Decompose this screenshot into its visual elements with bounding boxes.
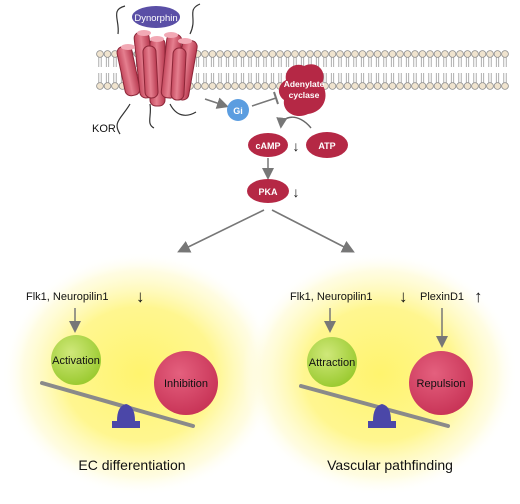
right-panel-glow bbox=[242, 252, 518, 496]
right-fulcrum bbox=[368, 404, 396, 428]
pka-to-left-arrow bbox=[177, 209, 265, 253]
atp-node: ATP bbox=[306, 132, 348, 158]
activation-ball bbox=[51, 335, 101, 385]
adenylate-label: Adenylate bbox=[284, 79, 325, 89]
repulsion-ball bbox=[409, 351, 473, 415]
camp-label: cAMP bbox=[255, 141, 280, 151]
atp-to-camp-arrow bbox=[276, 116, 312, 129]
right-regulator-down-arrow: ↓ bbox=[399, 287, 408, 306]
dynorphin-ligand: Dynorphin bbox=[132, 6, 180, 28]
gi-protein: Gi bbox=[227, 99, 249, 121]
right-outcome-label: Vascular pathfinding bbox=[327, 457, 453, 473]
attraction-ball bbox=[307, 337, 357, 387]
right-panel: Flk1, Neuropilin1 ↓ PlexinD1 ↑ Attractio… bbox=[290, 287, 483, 473]
atp-label: ATP bbox=[318, 141, 335, 151]
cyclase-label: cyclase bbox=[289, 90, 320, 100]
inhibition-ball bbox=[154, 351, 218, 415]
plexind1-up-arrow: ↑ bbox=[474, 287, 483, 306]
right-seesaw-beam bbox=[299, 384, 450, 428]
plexind1-label: PlexinD1 bbox=[420, 291, 464, 303]
camp-node: cAMP ↓ bbox=[248, 133, 300, 157]
gi-inhibits-ac bbox=[251, 91, 279, 107]
camp-down-arrow: ↓ bbox=[293, 138, 300, 154]
left-outcome-label: EC differentiation bbox=[78, 457, 185, 473]
right-regulator-label: Flk1, Neuropilin1 bbox=[290, 291, 373, 303]
inhibition-label: Inhibition bbox=[164, 378, 208, 390]
repulsion-label: Repulsion bbox=[417, 378, 466, 390]
activation-label: Activation bbox=[52, 355, 100, 367]
left-seesaw-beam bbox=[40, 381, 195, 428]
left-regulator-label: Flk1, Neuropilin1 bbox=[26, 291, 109, 303]
pka-label: PKA bbox=[258, 187, 278, 197]
left-fulcrum bbox=[112, 404, 140, 428]
left-regulator-down-arrow: ↓ bbox=[136, 287, 145, 306]
pka-to-right-arrow bbox=[271, 209, 355, 253]
left-panel: Flk1, Neuropilin1 ↓ Activation Inhibitio… bbox=[26, 287, 218, 473]
adenylate-cyclase: Adenylate cyclase bbox=[278, 64, 326, 117]
kor-receptor bbox=[116, 3, 201, 135]
kor-label: KOR bbox=[92, 123, 116, 135]
pka-down-arrow: ↓ bbox=[293, 184, 300, 200]
kor-to-gi-arrow bbox=[204, 97, 229, 109]
left-panel-glow bbox=[2, 252, 278, 496]
attraction-label: Attraction bbox=[309, 357, 355, 369]
dynorphin-label: Dynorphin bbox=[134, 13, 177, 24]
pka-node: PKA ↓ bbox=[247, 179, 300, 203]
gi-label: Gi bbox=[233, 106, 243, 116]
